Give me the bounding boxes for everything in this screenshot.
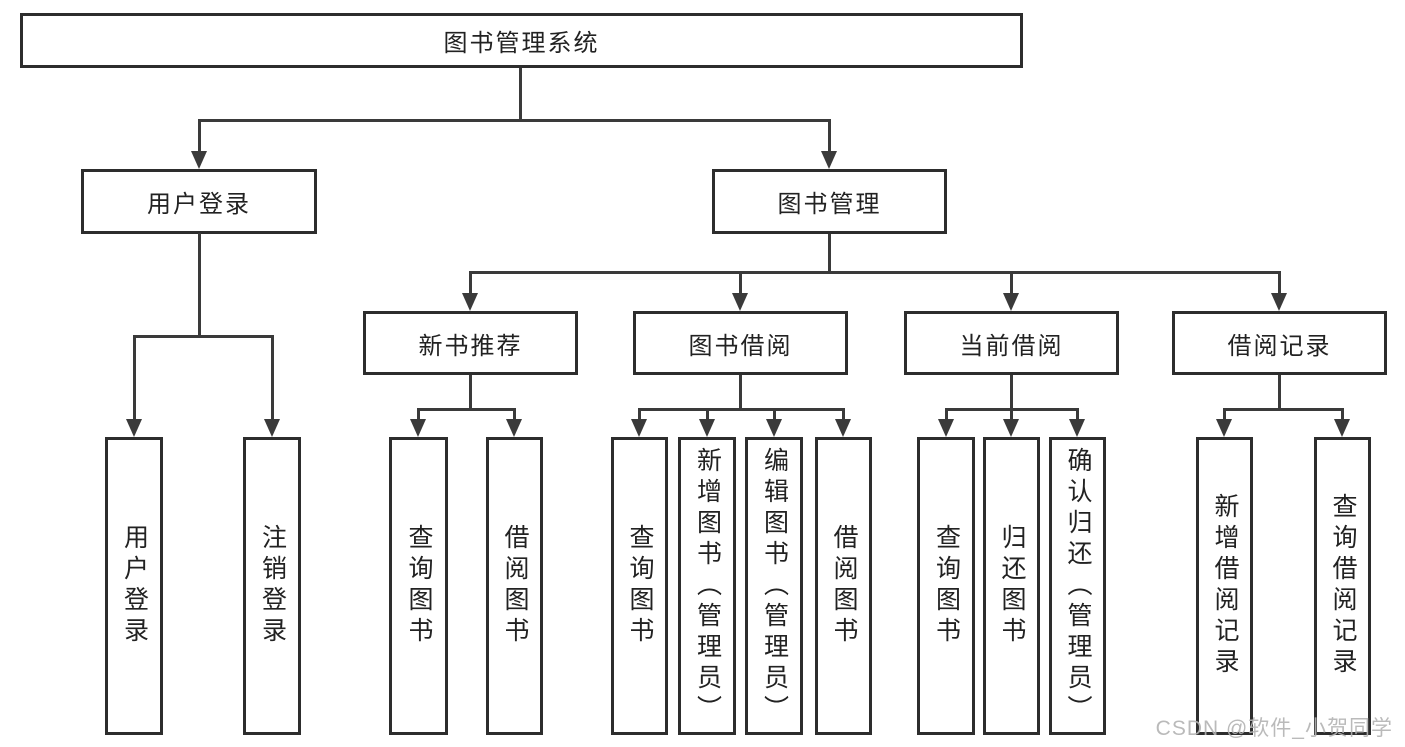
- connector-line: [773, 408, 776, 425]
- node-label: 新书推荐: [418, 332, 523, 360]
- leaf-label: 用户登录: [120, 524, 149, 648]
- node-label: 图书管理: [777, 191, 882, 218]
- connector-line: [417, 408, 420, 425]
- connector-line: [513, 408, 516, 425]
- leaf-borrow-borrow-book: 借阅图书: [815, 437, 872, 735]
- leaf-label: 借阅图书: [830, 524, 858, 648]
- leaf-recommend-borrow-book: 借阅图书: [486, 437, 543, 735]
- leaf-recommend-query-book: 查询图书: [389, 437, 448, 735]
- leaf-label: 新增图书（管理员）: [693, 446, 722, 726]
- connector-line: [1278, 375, 1281, 411]
- leaf-current-return-book: 归还图书: [983, 437, 1040, 735]
- arrowhead-down-icon: [462, 293, 478, 311]
- connector-line: [1223, 408, 1226, 425]
- connector-line: [469, 271, 472, 299]
- leaf-label: 借阅图书: [501, 524, 529, 648]
- leaf-borrow-query-book: 查询图书: [611, 437, 668, 735]
- leaf-label: 编辑图书（管理员）: [760, 446, 789, 726]
- node-label: 图书借阅: [688, 332, 793, 360]
- arrowhead-down-icon: [1216, 419, 1232, 437]
- connector-line: [1010, 408, 1013, 425]
- leaf-label: 查询借阅记录: [1329, 493, 1357, 679]
- connector-line: [842, 408, 845, 425]
- connector-line: [739, 375, 742, 411]
- connector-line: [828, 119, 831, 157]
- leaf-logout: 注销登录: [243, 437, 301, 735]
- arrowhead-down-icon: [699, 419, 715, 437]
- leaf-label: 查询图书: [932, 524, 961, 648]
- csdn-watermark: CSDN @软件_小贺同学: [1155, 717, 1393, 740]
- arrowhead-down-icon: [506, 419, 522, 437]
- connector-line: [133, 335, 136, 425]
- node-root: 图书管理系统: [20, 13, 1023, 68]
- leaf-borrow-add-book-admin: 新增图书（管理员）: [678, 437, 736, 735]
- node-borrowing-records: 借阅记录: [1172, 311, 1387, 375]
- connector-line: [469, 375, 472, 411]
- connector-line: [638, 408, 845, 411]
- arrowhead-down-icon: [938, 419, 954, 437]
- arrowhead-down-icon: [732, 293, 748, 311]
- arrowhead-down-icon: [835, 419, 851, 437]
- connector-line: [1223, 408, 1344, 411]
- arrowhead-down-icon: [631, 419, 647, 437]
- node-new-book-recommend: 新书推荐: [363, 311, 578, 375]
- connector-line: [469, 271, 1281, 274]
- leaf-records-query-record: 查询借阅记录: [1314, 437, 1371, 735]
- arrowhead-down-icon: [1069, 419, 1085, 437]
- arrowhead-down-icon: [1334, 419, 1350, 437]
- arrowhead-down-icon: [821, 151, 837, 169]
- connector-line: [198, 233, 201, 338]
- node-label: 图书管理系统: [443, 30, 600, 57]
- connector-line: [519, 68, 522, 122]
- node-label: 当前借阅: [959, 332, 1064, 360]
- connector-line: [706, 408, 709, 425]
- arrowhead-down-icon: [191, 151, 207, 169]
- connector-line: [828, 234, 831, 274]
- node-label: 借阅记录: [1227, 332, 1332, 360]
- arrowhead-down-icon: [126, 419, 142, 437]
- connector-line: [198, 119, 201, 157]
- leaf-label: 查询图书: [405, 524, 433, 648]
- leaf-label: 归还图书: [998, 524, 1026, 648]
- arrowhead-down-icon: [410, 419, 426, 437]
- node-book-management: 图书管理: [712, 169, 947, 234]
- leaf-records-add-record: 新增借阅记录: [1196, 437, 1253, 735]
- connector-line: [1341, 408, 1344, 425]
- node-user-login: 用户登录: [81, 169, 317, 234]
- node-label: 用户登录: [147, 191, 251, 218]
- arrowhead-down-icon: [1003, 293, 1019, 311]
- node-current-borrowing: 当前借阅: [904, 311, 1119, 375]
- leaf-label: 新增借阅记录: [1211, 493, 1239, 679]
- leaf-current-confirm-return-admin: 确认归还（管理员）: [1049, 437, 1106, 735]
- leaf-label: 查询图书: [626, 524, 654, 648]
- arrowhead-down-icon: [1003, 419, 1019, 437]
- connector-line: [739, 271, 742, 299]
- node-book-borrowing: 图书借阅: [633, 311, 848, 375]
- arrowhead-down-icon: [1271, 293, 1287, 311]
- connector-line: [271, 335, 274, 425]
- connector-line: [417, 408, 516, 411]
- connector-line: [638, 408, 641, 425]
- arrowhead-down-icon: [766, 419, 782, 437]
- leaf-label: 注销登录: [258, 524, 287, 648]
- connector-line: [133, 335, 274, 338]
- leaf-borrow-edit-book-admin: 编辑图书（管理员）: [745, 437, 803, 735]
- connector-line: [1076, 408, 1079, 425]
- connector-line: [1010, 271, 1013, 299]
- connector-line: [198, 119, 831, 122]
- connector-line: [1010, 375, 1013, 411]
- leaf-label: 确认归还（管理员）: [1064, 446, 1092, 726]
- arrowhead-down-icon: [264, 419, 280, 437]
- connector-line: [1278, 271, 1281, 299]
- leaf-current-query-book: 查询图书: [917, 437, 975, 735]
- connector-line: [945, 408, 948, 425]
- leaf-user-login: 用户登录: [105, 437, 163, 735]
